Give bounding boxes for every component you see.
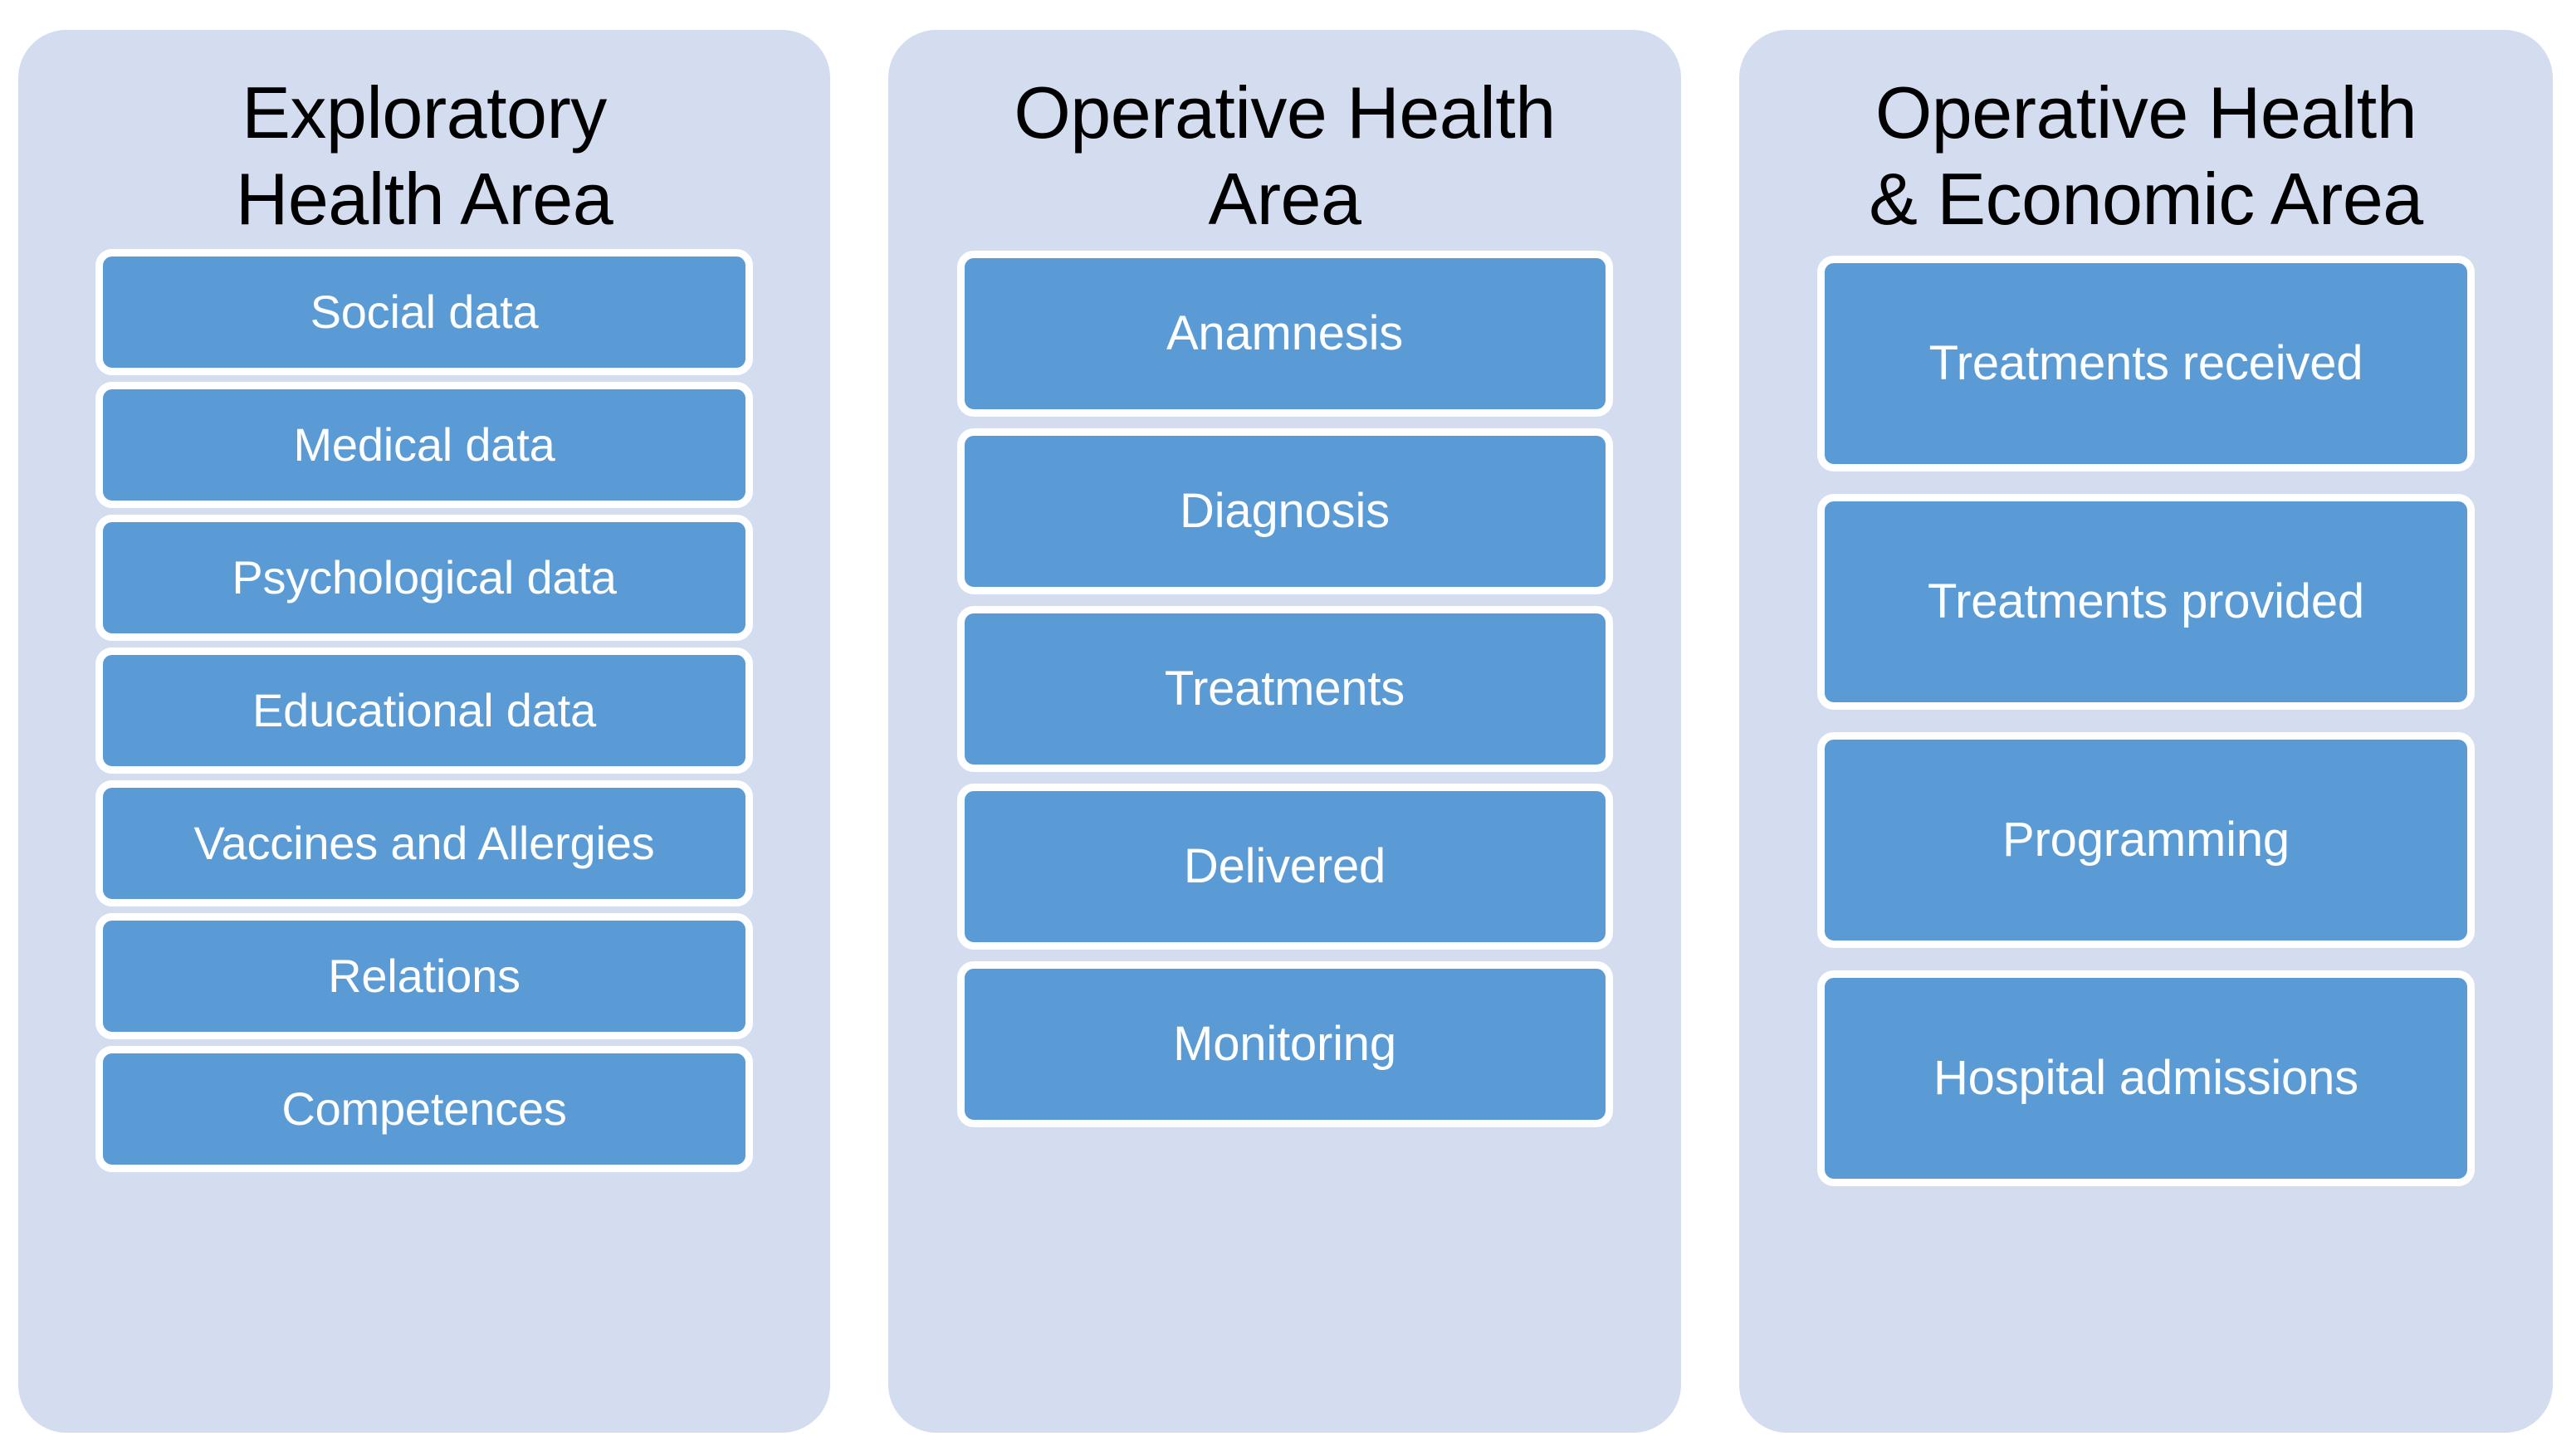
item-monitoring[interactable]: Monitoring — [956, 960, 1613, 1127]
panel-operative-health-area: Operative Health Area Anamnesis Diagnosi… — [888, 30, 1681, 1433]
item-hospital-admissions[interactable]: Hospital admissions — [1817, 970, 2475, 1186]
item-list-exploratory-health-area: Social data Medical data Psychological d… — [18, 248, 830, 1172]
panel-operative-health-and-economic-area: Operative Health & Economic Area Treatme… — [1739, 30, 2553, 1433]
item-treatments[interactable]: Treatments — [956, 605, 1613, 772]
item-diagnosis[interactable]: Diagnosis — [956, 428, 1613, 594]
item-relations[interactable]: Relations — [95, 912, 753, 1039]
item-list-operative-health-and-economic-area: Treatments received Treatments provided … — [1739, 255, 2553, 1186]
item-social-data[interactable]: Social data — [95, 248, 753, 375]
item-treatments-provided[interactable]: Treatments provided — [1817, 493, 2475, 710]
item-competences[interactable]: Competences — [95, 1045, 753, 1172]
item-treatments-received[interactable]: Treatments received — [1817, 255, 2475, 471]
panel-exploratory-health-area: Exploratory Health Area Social data Medi… — [18, 30, 830, 1433]
panel-title-operative-health-and-economic-area: Operative Health & Economic Area — [1869, 71, 2423, 240]
panel-title-operative-health-area: Operative Health Area — [1014, 71, 1556, 240]
item-list-operative-health-area: Anamnesis Diagnosis Treatments Delivered… — [888, 250, 1681, 1127]
item-vaccines-and-allergies[interactable]: Vaccines and Allergies — [95, 779, 753, 906]
item-medical-data[interactable]: Medical data — [95, 381, 753, 508]
item-psychological-data[interactable]: Psychological data — [95, 514, 753, 641]
item-programming[interactable]: Programming — [1817, 731, 2475, 948]
item-anamnesis[interactable]: Anamnesis — [956, 250, 1613, 417]
panel-title-exploratory-health-area: Exploratory Health Area — [235, 71, 613, 240]
item-delivered[interactable]: Delivered — [956, 783, 1613, 950]
item-educational-data[interactable]: Educational data — [95, 647, 753, 774]
